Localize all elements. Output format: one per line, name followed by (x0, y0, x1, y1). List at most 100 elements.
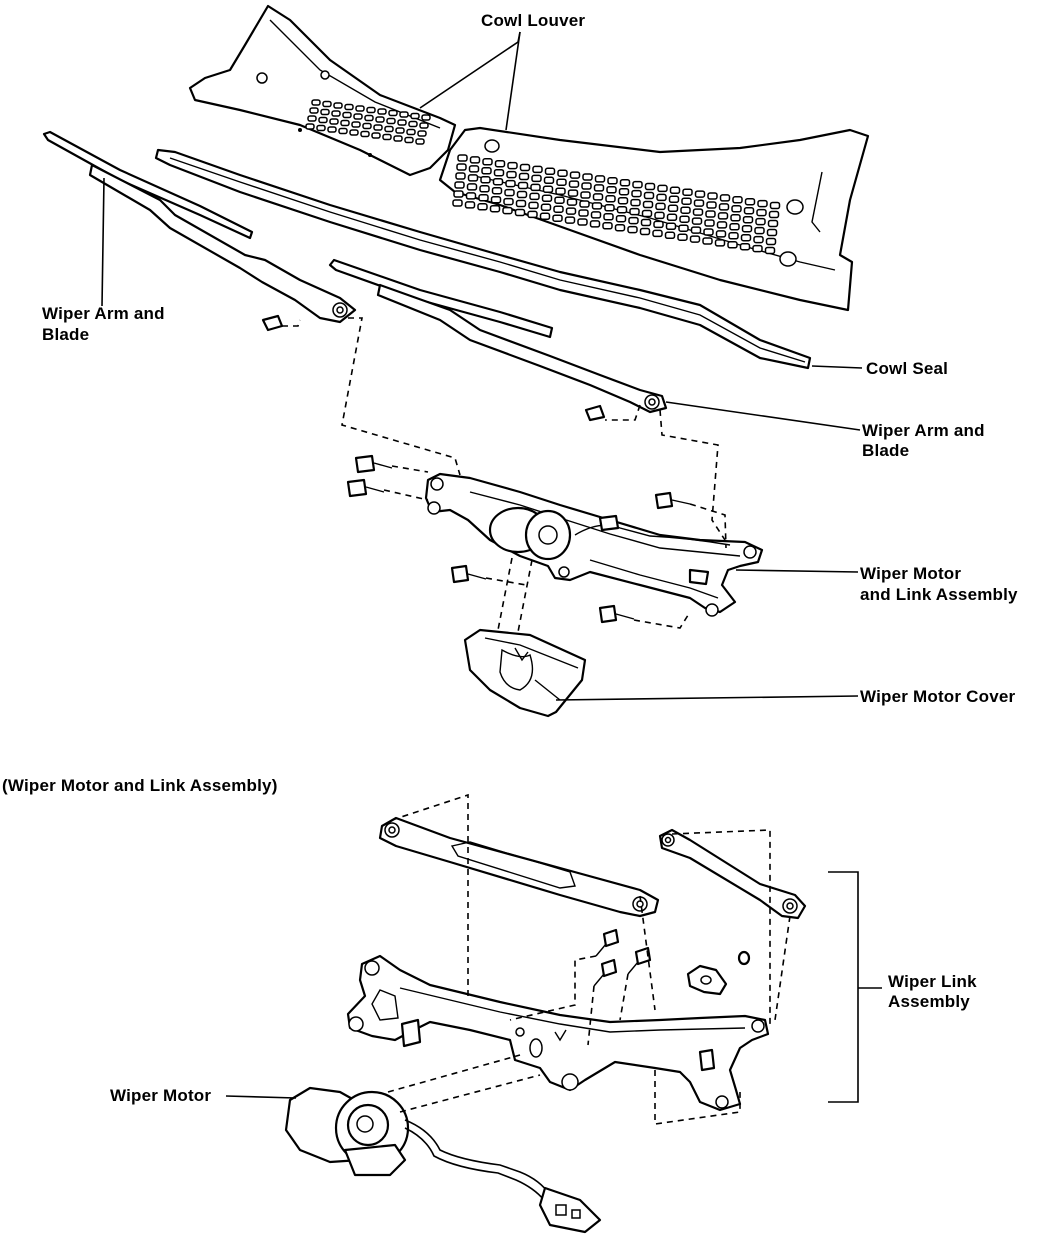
louver-vent-slot (307, 115, 317, 122)
louver-vent-slot (716, 221, 728, 229)
louver-vent-slot (543, 176, 555, 185)
louver-vent-slot (567, 189, 579, 197)
louver-vent-slot (503, 197, 514, 206)
link-small-bracket (686, 950, 751, 996)
louver-vent-slot (388, 109, 398, 117)
louver-vent-slot (344, 103, 354, 111)
louver-vent-slot (593, 184, 605, 192)
wiper-arm-blade-right (328, 258, 668, 422)
louver-vent-slot (351, 121, 361, 128)
louver-vent-slot (704, 219, 715, 227)
label-motor-cover: Wiper Motor Cover (860, 687, 1015, 706)
louver-vent-slot (397, 119, 407, 126)
louver-vent-slot (665, 222, 677, 231)
louver-vent-slot (305, 123, 315, 130)
louver-vent-slot (756, 208, 767, 217)
louver-vent-slot (569, 171, 581, 179)
louver-vent-slot (478, 194, 489, 202)
louver-vent-slot (504, 188, 515, 197)
louver-vent-slot (607, 177, 618, 185)
label-link-assembly-1: Wiper Link (888, 972, 977, 991)
louver-vent-slot (366, 106, 376, 114)
louver-vent-slot (644, 182, 656, 191)
louver-vent-slot (395, 127, 405, 134)
louver-vent-slot (727, 241, 738, 249)
louver-vent-slot (757, 199, 768, 208)
louver-vent-slot (419, 122, 429, 129)
alignment-dashes-lower (387, 793, 791, 1125)
louver-vent-slot (355, 105, 365, 112)
louver-vent-slot (702, 237, 713, 245)
louver-vent-slot (382, 133, 392, 141)
louver-vent-slot (553, 205, 564, 213)
louver-vent-slot (731, 205, 742, 213)
louver-vent-slot (527, 210, 538, 219)
louver-vent-slot (320, 108, 330, 116)
louver-vent-slot (592, 193, 604, 201)
louver-vent-slot (480, 176, 491, 184)
louver-vent-slot (754, 226, 765, 235)
louver-vent-slot (728, 232, 739, 240)
louver-vent-slot (415, 138, 425, 145)
louver-vent-slot (656, 193, 667, 202)
leader-lines (101, 31, 863, 1099)
label-cowl-seal: Cowl Seal (866, 359, 948, 378)
louver-vent-slot (652, 229, 663, 238)
louver-vent-slot (515, 199, 527, 208)
louver-vent-slot (753, 235, 764, 244)
link-main-frame (346, 954, 770, 1112)
louver-vent-slot (581, 182, 592, 190)
louver-vent-slot (642, 200, 654, 209)
louver-vent-slot (729, 223, 740, 231)
louver-vent-slot (594, 175, 606, 183)
louver-vent-slot (693, 199, 705, 207)
louver-vent-slot (481, 167, 492, 175)
louver-vent-slot (479, 185, 490, 193)
louver-vent-slot (371, 132, 381, 139)
louver-vent-slot (532, 165, 543, 174)
label-wiper-arm-right-2: Blade (862, 441, 909, 460)
louver-vent-slot (667, 204, 679, 213)
louver-vent-slot (467, 174, 479, 182)
louver-vent-slot (706, 201, 717, 209)
louver-vent-slot (342, 111, 352, 119)
louver-vent-slot (602, 222, 613, 230)
louver-vent-slot (353, 113, 363, 120)
louver-vent-slot (452, 199, 463, 207)
louver-vent-slot (768, 210, 780, 219)
louver-vent-slot (489, 204, 501, 213)
alignment-dashes-top (282, 317, 727, 633)
louver-vent-slot (614, 223, 626, 232)
wiper-motor-cover (463, 628, 587, 718)
motor-link-assembly-top (424, 472, 764, 617)
louver-vent-slot (578, 209, 589, 217)
louver-vent-slot (755, 217, 766, 226)
louver-vent-slot (410, 112, 420, 120)
louver-vent-slot (540, 203, 552, 212)
label-motor-link-2: and Link Assembly (860, 585, 1018, 604)
louver-vent-slot (555, 187, 566, 195)
louver-vent-slot (408, 120, 418, 128)
louver-vent-slot (719, 194, 731, 202)
cowl-louver-right (438, 126, 870, 312)
louver-vent-slot (682, 188, 693, 196)
louver-vent-slot (616, 205, 628, 214)
link-assembly-bracket (828, 871, 882, 1103)
louver-vent-slot (717, 212, 729, 220)
louver-vent-slot (632, 180, 643, 189)
louver-vent-slot (528, 201, 539, 210)
louver-vent-slot (680, 206, 691, 214)
louver-vent-slot (732, 196, 743, 204)
louver-vent-slot (740, 233, 752, 242)
louver-vent-slot (605, 195, 616, 203)
louver-vent-slot (519, 163, 531, 172)
mounting-bolts-lower (593, 928, 652, 987)
louver-vent-slot (641, 209, 653, 218)
louver-vent-slot (681, 197, 692, 205)
louver-vent-slot (373, 124, 383, 131)
louver-vent-slot (566, 198, 578, 206)
louver-vent-slot (643, 191, 655, 200)
louver-vent-slot (640, 218, 652, 227)
louver-vent-slot (494, 159, 506, 168)
louver-vent-slot (329, 118, 339, 125)
